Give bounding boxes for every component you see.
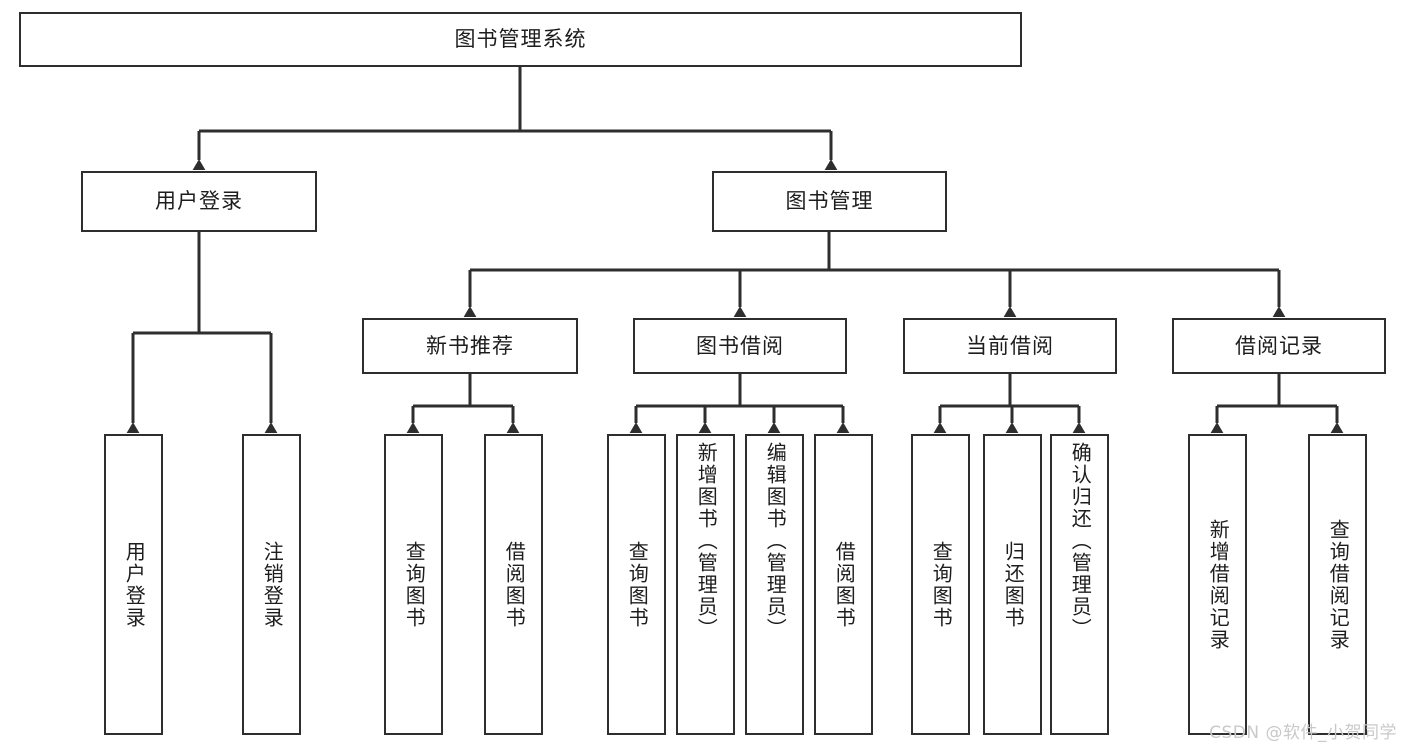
leaf-query-borrow-record[interactable]: 查询借阅记录 — [1308, 434, 1367, 735]
node-label: 查询图书 — [402, 540, 427, 629]
leaf-logout[interactable]: 注销登录 — [242, 434, 301, 735]
node-label: 图书管理系统 — [454, 27, 587, 51]
node-label: 用户登录 — [155, 189, 243, 213]
node-label: 查询借阅记录 — [1326, 518, 1351, 651]
leaf-user-login[interactable]: 用户登录 — [104, 434, 163, 735]
leaf-confirm-return-admin[interactable]: 确认归还（管理员） — [1050, 434, 1109, 735]
node-label: 借阅图书 — [832, 540, 857, 629]
node-level2-user-login[interactable]: 用户登录 — [81, 171, 317, 232]
node-label: 查询图书 — [929, 540, 954, 629]
leaf-add-book-admin[interactable]: 新增图书（管理员） — [676, 434, 735, 735]
leaf-borrow-book-recommend[interactable]: 借阅图书 — [484, 434, 543, 735]
csdn-watermark: CSDN @软件_小贺同学 — [1209, 723, 1397, 743]
node-label: 查询图书 — [625, 540, 650, 629]
node-label: 新增图书（管理员） — [694, 442, 719, 640]
node-label: 归还图书 — [1001, 540, 1026, 629]
leaf-borrow-book[interactable]: 借阅图书 — [814, 434, 873, 735]
node-label: 图书管理 — [785, 189, 874, 213]
node-root[interactable]: 图书管理系统 — [19, 12, 1022, 67]
node-level3-new-book-recommend[interactable]: 新书推荐 — [362, 318, 578, 374]
leaf-query-book-current[interactable]: 查询图书 — [911, 434, 970, 735]
node-label: 图书借阅 — [696, 333, 784, 358]
node-level2-book-management[interactable]: 图书管理 — [712, 171, 947, 232]
node-level3-borrow-record[interactable]: 借阅记录 — [1172, 318, 1386, 374]
node-label: 注销登录 — [260, 540, 285, 629]
node-level3-current-borrow[interactable]: 当前借阅 — [903, 318, 1117, 374]
node-label: 编辑图书（管理员） — [763, 442, 788, 640]
node-label: 借阅图书 — [502, 540, 527, 629]
leaf-query-book-recommend[interactable]: 查询图书 — [384, 434, 443, 735]
leaf-add-borrow-record[interactable]: 新增借阅记录 — [1188, 434, 1247, 735]
node-level3-book-borrow[interactable]: 图书借阅 — [633, 318, 847, 374]
node-label: 借阅记录 — [1235, 333, 1323, 358]
node-label: 新增借阅记录 — [1206, 518, 1231, 651]
node-label: 新书推荐 — [426, 333, 514, 358]
leaf-query-book-borrow[interactable]: 查询图书 — [607, 434, 666, 735]
node-label: 确认归还（管理员） — [1068, 442, 1093, 640]
leaf-edit-book-admin[interactable]: 编辑图书（管理员） — [745, 434, 804, 735]
node-label: 当前借阅 — [966, 333, 1054, 358]
node-label: 用户登录 — [122, 540, 147, 629]
leaf-return-book[interactable]: 归还图书 — [983, 434, 1042, 735]
